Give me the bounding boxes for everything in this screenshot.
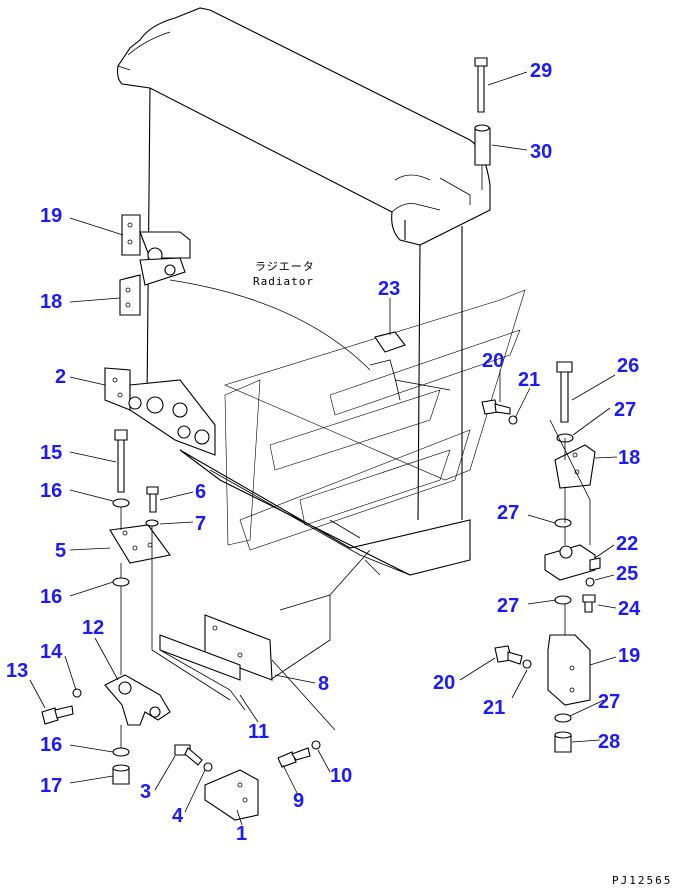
callout-6: 6 [195,481,206,503]
callout-18-right: 18 [618,447,640,469]
top-bolt-spacer [474,57,491,190]
callout-27-d: 27 [598,691,620,713]
callout-24: 24 [618,598,641,620]
callout-1: 1 [236,823,247,845]
callout-23: 23 [378,278,400,300]
callout-16-b: 16 [40,586,62,608]
callout-12: 12 [82,617,104,639]
callout-20: 20 [482,350,504,372]
clip-23 [369,331,451,401]
callout-19: 19 [40,205,62,227]
watermark-logo [224,289,526,551]
radiator-label-jp: ラジエータ [255,260,315,273]
callout-27: 27 [614,399,636,421]
callout-26: 26 [617,355,639,377]
callout-16: 16 [40,480,62,502]
callout-11: 11 [248,721,269,743]
upper-hinge-bracket [119,214,191,316]
callout-25: 25 [616,563,638,585]
right-mount-assembly [481,361,601,753]
callout-8: 8 [318,673,329,695]
callout-21: 21 [518,369,540,391]
callout-28: 28 [598,731,620,753]
callout-29: 29 [530,60,552,82]
callout-17: 17 [40,775,62,797]
callout-22: 22 [616,533,638,555]
callout-4: 4 [172,805,184,827]
callout-labels: 29 30 19 18 23 2 20 21 26 27 15 18 16 6 … [6,60,641,845]
callout-27-b: 27 [497,502,519,524]
bottom-bracket-assembly [159,549,371,821]
left-mount-bracket [104,367,216,456]
left-lower-assembly [41,429,231,785]
callout-9: 9 [293,790,304,812]
drawing-number: PJ12565 [612,874,672,887]
callout-13: 13 [6,660,28,682]
callout-14: 14 [40,641,63,663]
callout-30: 30 [530,141,552,163]
callout-7: 7 [195,513,206,535]
callout-20-b: 20 [433,672,455,694]
callout-27-c: 27 [497,595,519,617]
callout-19-right: 19 [618,645,640,667]
callout-15: 15 [40,442,62,464]
callout-18: 18 [40,291,62,313]
callout-21-b: 21 [483,697,505,719]
callout-10: 10 [330,765,352,787]
callout-16-c: 16 [40,734,62,756]
radiator-label-en: Radiator [253,275,314,288]
callout-2: 2 [55,366,66,388]
leader-lines [29,71,618,826]
radiator [116,7,491,576]
callout-3: 3 [140,781,151,803]
callout-5: 5 [55,540,66,562]
